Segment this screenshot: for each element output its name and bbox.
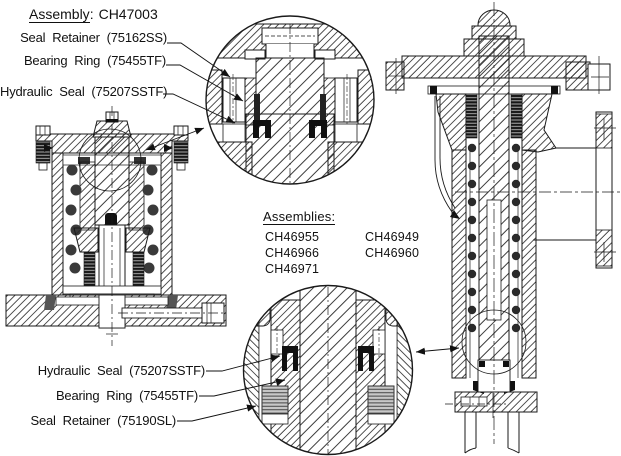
bolt-pointer-left [44,144,53,152]
assemblies-heading: Assemblies: [263,209,336,225]
hydraulic-seal-section-left [253,120,271,138]
callout-hydraulic-seal-top: Hydraulic Seal (75207SSTF) [0,84,168,99]
assemblies-column-1: CH46955 CH46966 CH46971 [265,229,319,277]
leader-lines-bottom [177,354,286,422]
assembly-number-item: CH46960 [365,246,420,260]
right-assembly-view [385,2,620,454]
bottom-detail-view [242,284,414,456]
assemblies-title: Assemblies: [263,209,336,225]
bearing-ring-section-left [254,94,260,120]
assembly-number-item: CH46971 [265,262,320,276]
assembly-number: CH47003 [98,6,158,22]
right-assembly-spring-coils [467,143,521,333]
callout-bearing-ring-bottom: Bearing Ring (75455TF) [55,388,198,403]
callout-seal-retainer-bottom: Seal Retainer (75190SL) [30,413,177,428]
detail-link-arrow [44,127,205,152]
hydraulic-seal-section-right [358,346,374,371]
assemblies-column-2: CH46949 CH46960 [365,229,419,261]
assembly-title: Assembly [29,6,90,23]
detail-link-double-arrow [415,345,460,355]
assembly-title-colon: : [89,6,94,22]
callout-bearing-ring-top: Bearing Ring (75455TF) [23,53,166,68]
left-assembly-view [5,106,227,346]
callout-hydraulic-seal-bottom: Hydraulic Seal (75207SSTF) [37,363,205,378]
bearing-ring-section-right [320,94,326,120]
assembly-number-item: CH46966 [265,246,320,260]
left-assembly-spring-coils [65,164,159,274]
assembly-number-item: CH46949 [365,230,420,244]
callout-seal-retainer-top: Seal Retainer (75162SS) [20,30,167,45]
top-detail-view [205,15,375,185]
assembly-number-item: CH46955 [265,230,320,244]
leader-lines-top [163,42,244,124]
bolt-pointer-right [164,144,173,152]
assembly-callout-heading: Assembly:CH47003 [29,6,158,23]
hydraulic-seal-section-left [282,346,298,371]
hydraulic-seal-section-right [309,120,327,138]
